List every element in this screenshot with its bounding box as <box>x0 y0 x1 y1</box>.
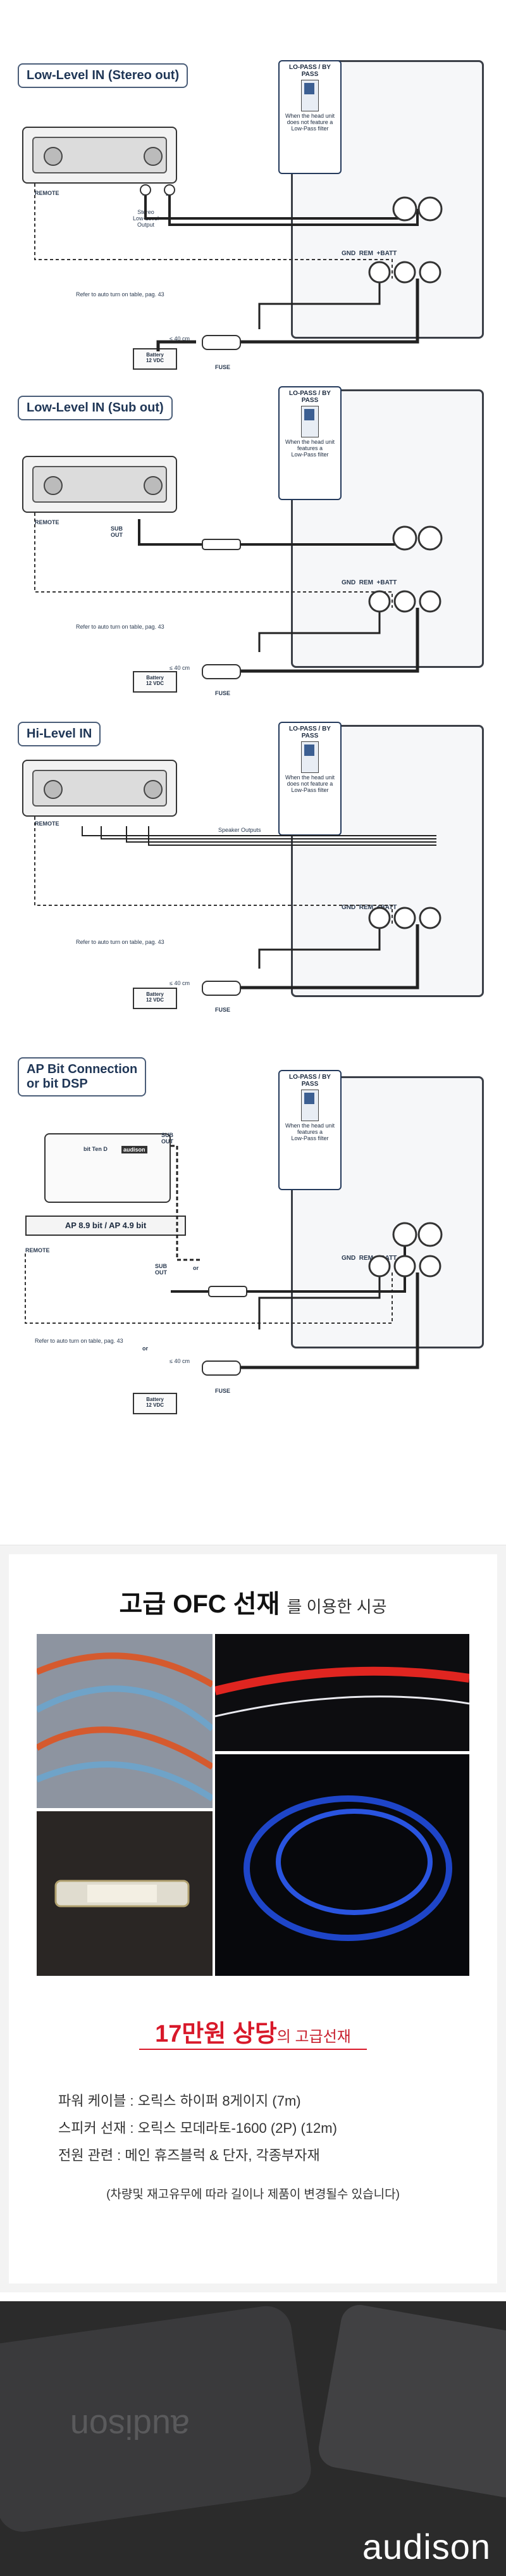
length-label: ≤ 40 cm <box>170 336 190 342</box>
subout-label-2: SUB OUT <box>155 1263 168 1276</box>
wiring <box>34 817 441 996</box>
diagram-title: Low-Level IN (Sub out) <box>18 396 173 420</box>
battery: Battery 12 VDC <box>133 671 177 693</box>
subout-label: SUB OUT <box>161 1132 174 1145</box>
head-unit <box>22 760 177 817</box>
amplifier-photo: audison <box>0 2304 506 2532</box>
amp-terminals: GND REM +BATT <box>342 579 397 586</box>
photo-red-cable <box>215 1634 469 1751</box>
switch-icon <box>301 406 319 437</box>
diagram-title: Low-Level IN (Stereo out) <box>18 63 188 88</box>
amp-terminals: GND REM +BATT <box>342 250 397 257</box>
amplifier <box>291 1076 484 1348</box>
head-unit <box>22 127 177 184</box>
dsp-model-label: AP 8.9 bit / AP 4.9 bit <box>25 1216 186 1236</box>
battery: Battery 12 VDC <box>133 348 177 370</box>
lowpass-callout: LO-PASS / BY PASS When the head unit doe… <box>278 60 342 174</box>
diagram-hi-level: Hi-Level IN LO-PASS / BY PASS When the h… <box>0 709 506 1026</box>
spec-line: 전원 관련 : 메인 휴즈블럭 & 단자, 각종부자재 <box>58 2147 320 2163</box>
embossed-logo: audison <box>70 2408 190 2446</box>
auto-note: Refer to auto turn on table, pag. 43 <box>76 939 164 945</box>
photo-blue-cable <box>215 1754 469 1976</box>
lowpass-callout: LO-PASS / BY PASS When the head unit fea… <box>278 386 342 500</box>
or-label: or <box>193 1265 199 1271</box>
lowpass-callout: LO-PASS / BY PASS When the head unit fea… <box>278 1070 342 1190</box>
battery: Battery 12 VDC <box>133 1393 177 1414</box>
amp-terminals: GND REM +BATT <box>342 904 397 911</box>
brand-logo: audison <box>362 2527 491 2567</box>
fuse-label: FUSE <box>215 1007 231 1013</box>
remote-label: REMOTE <box>25 1247 50 1253</box>
switch-icon <box>301 80 319 111</box>
dsp-unit: bit Ten D audison <box>44 1133 171 1203</box>
wiring <box>25 1145 443 1376</box>
diagram-title: Hi-Level IN <box>18 722 101 746</box>
promo-panel: 고급 OFC 선재 를 이용한 시공 <box>0 1545 506 2292</box>
battery: Battery 12 VDC <box>133 988 177 1009</box>
lowpass-callout: LO-PASS / BY PASS When the head unit doe… <box>278 722 342 836</box>
or-label-2: or <box>142 1345 148 1352</box>
remote-label: REMOTE <box>35 190 59 196</box>
diagram-ap-bit: AP Bit Connection or bit DSP bit Ten D a… <box>0 1026 506 1431</box>
audison-label: audison <box>121 1146 147 1153</box>
promo-title: 고급 OFC 선재 를 이용한 시공 <box>119 1590 387 1618</box>
auto-note: Refer to auto turn on table, pag. 43 <box>76 624 164 630</box>
spec-line: 파워 케이블 : 오릭스 하이퍼 8게이지 (7m) <box>58 2093 301 2109</box>
disclaimer-note: (차량및 재고유무에 따라 길이나 제품이 변경될수 있습니다) <box>106 2188 400 2201</box>
photo-fuse-holder <box>37 1811 213 1976</box>
length-label: ≤ 40 cm <box>170 980 190 986</box>
auto-note: Refer to auto turn on table, pag. 43 <box>76 291 164 298</box>
diagram-stereo-out: Low-Level IN (Stereo out) LO-PASS / BY P… <box>0 0 506 370</box>
price-heading: 17만원 상당의 고급선재 <box>155 2021 351 2047</box>
diagram-title: AP Bit Connection or bit DSP <box>18 1057 147 1096</box>
auto-note: Refer to auto turn on table, pag. 43 <box>35 1338 123 1344</box>
switch-icon <box>301 741 319 773</box>
wiring <box>34 184 443 351</box>
photo-cable-coil-red-blue <box>37 1634 213 1808</box>
price-underline <box>139 2049 367 2050</box>
length-label: ≤ 40 cm <box>170 665 190 671</box>
fuse-label: FUSE <box>215 364 231 370</box>
bit-ten-label: bit Ten D <box>83 1146 108 1152</box>
fuse-label: FUSE <box>215 690 231 696</box>
subout-label: SUB OUT <box>111 525 123 538</box>
switch-icon <box>301 1090 319 1121</box>
head-unit <box>22 456 177 513</box>
wiring <box>34 513 443 679</box>
speaker-label: Speaker Outputs <box>218 827 261 833</box>
brand-banner: audison audison <box>0 2301 506 2576</box>
diagram-sub-out: Low-Level IN (Sub out) LO-PASS / BY PASS… <box>0 355 506 709</box>
fuse-label: FUSE <box>215 1388 231 1394</box>
length-label: ≤ 40 cm <box>170 1358 190 1364</box>
remote-label: REMOTE <box>35 519 59 525</box>
spec-line: 스피커 선재 : 오릭스 모데라토-1600 (2P) (12m) <box>58 2120 337 2136</box>
remote-label: REMOTE <box>35 820 59 827</box>
